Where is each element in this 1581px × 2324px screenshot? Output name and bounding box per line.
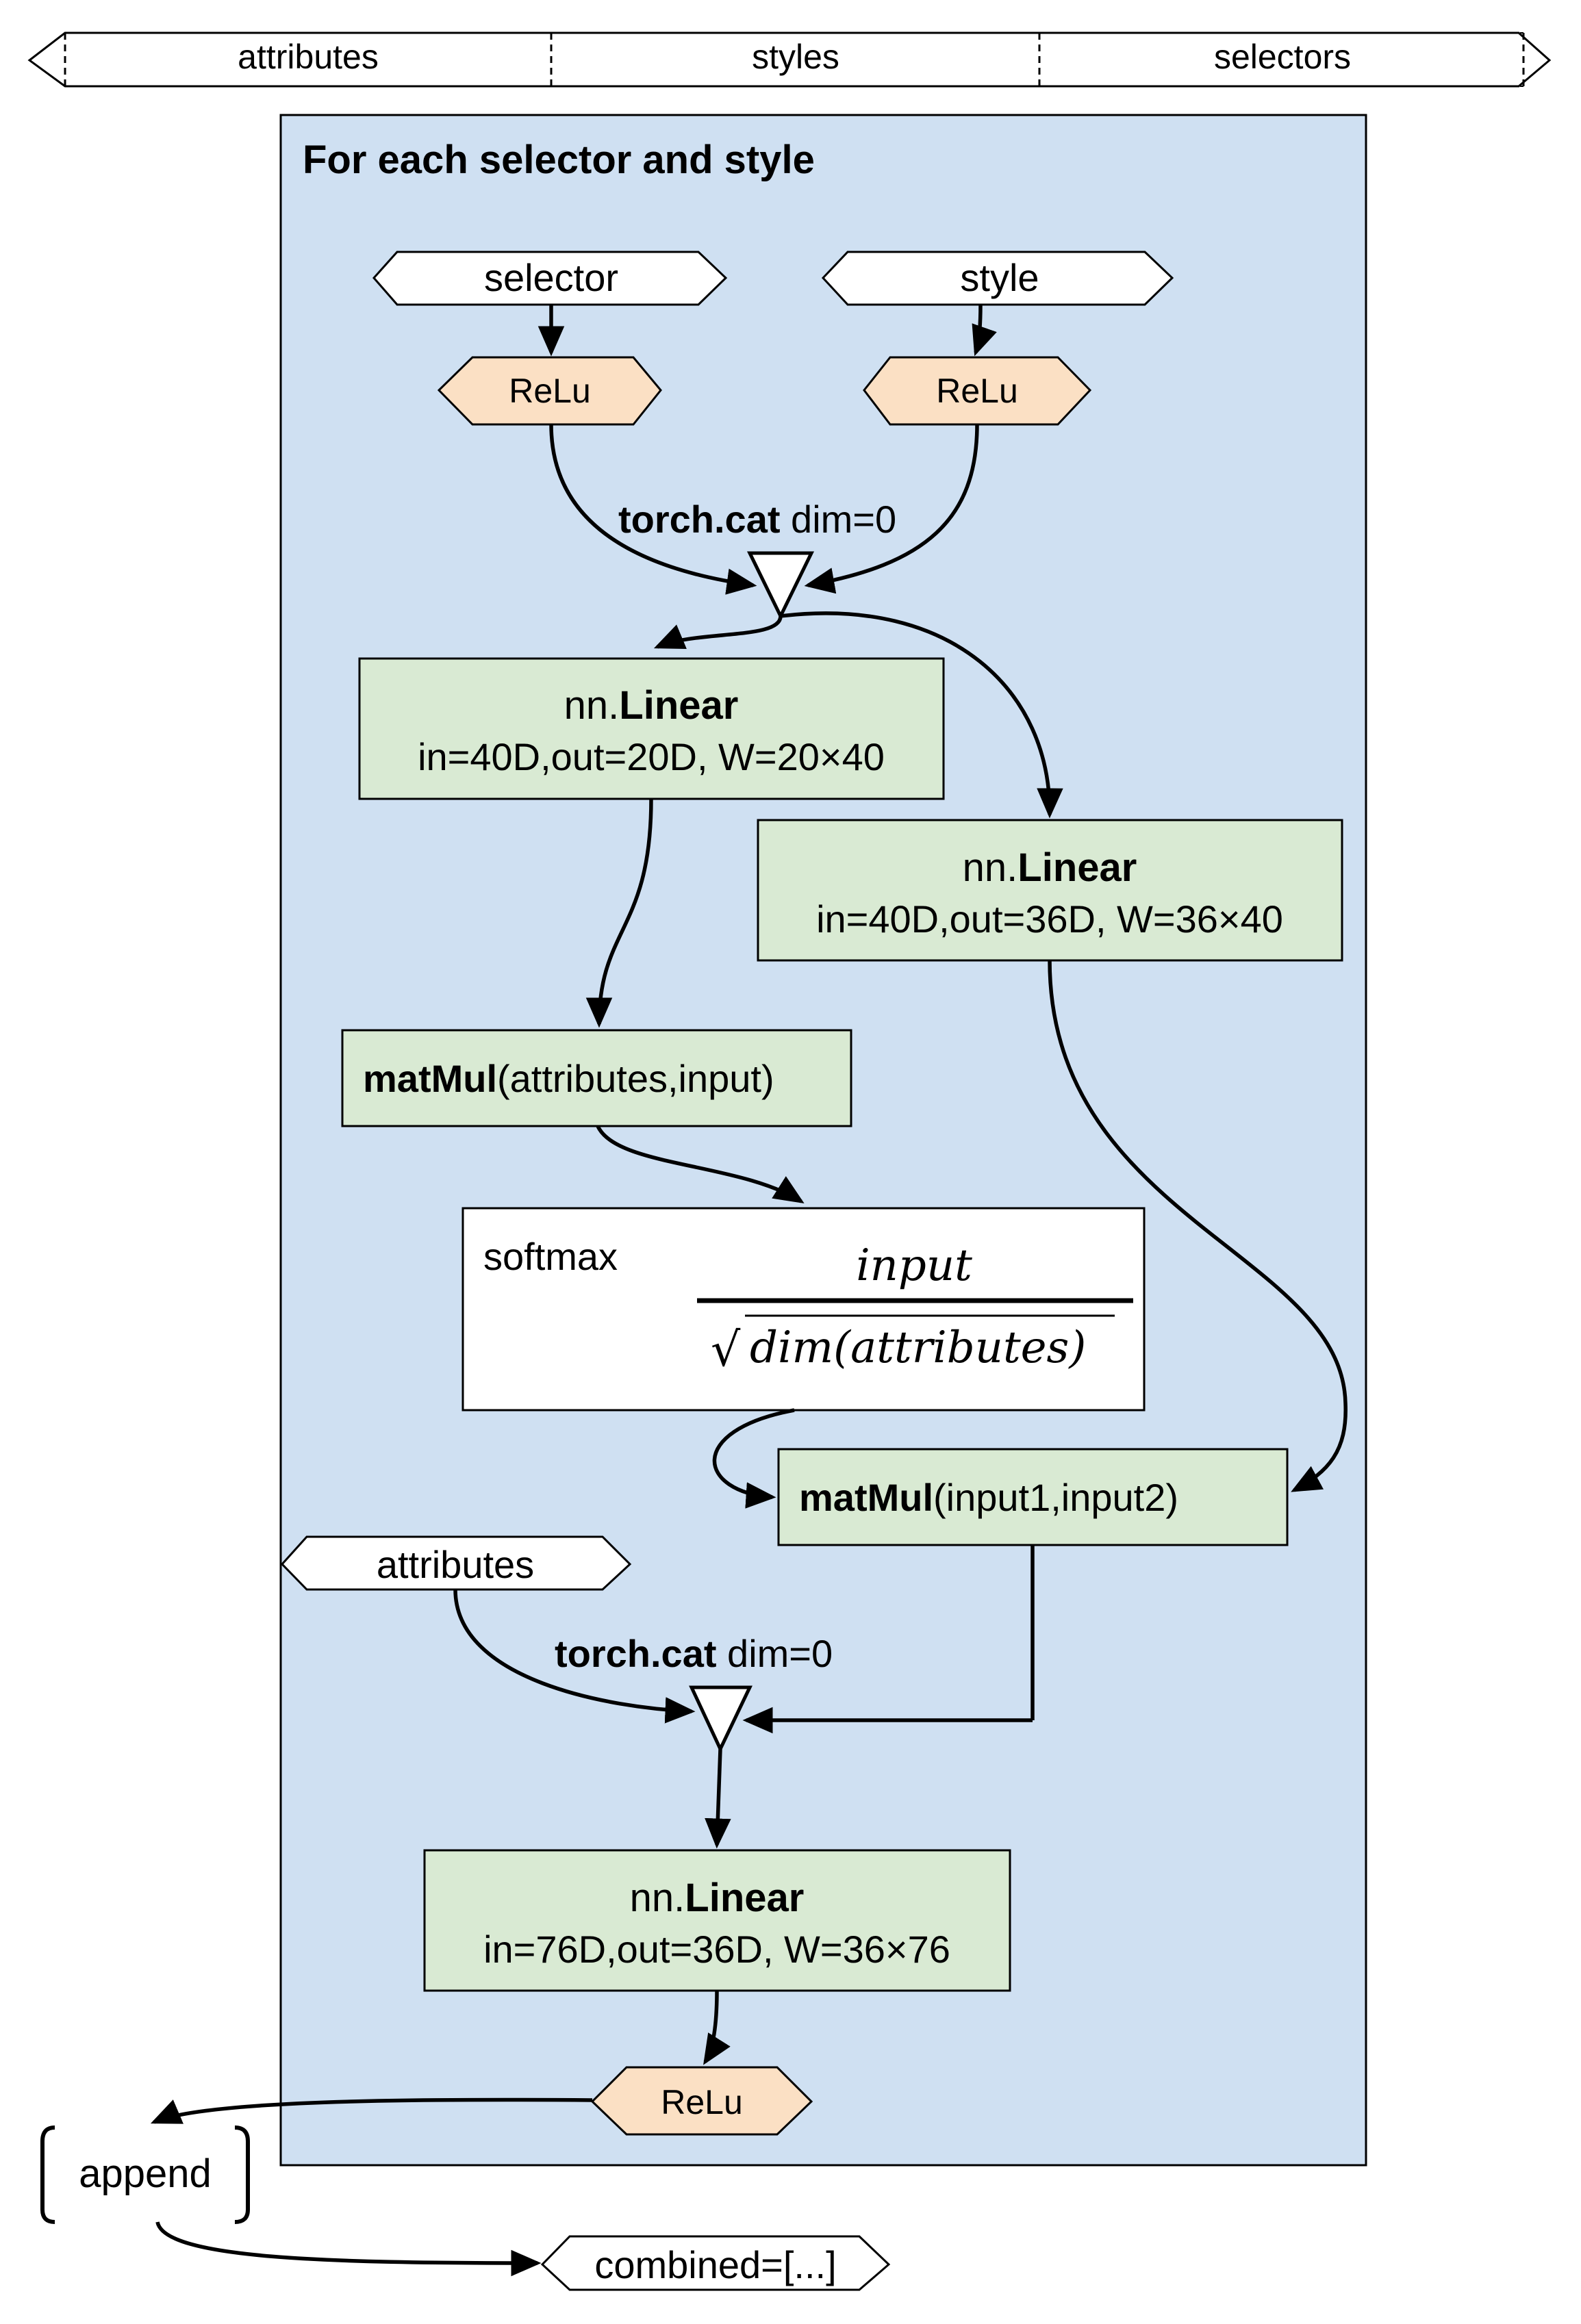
softmax-numerator: input: [856, 1240, 972, 1291]
softmax-label: softmax: [483, 1235, 618, 1278]
append-node: append: [40, 2125, 250, 2224]
svg-text:matMul(attributes,input): matMul(attributes,input): [363, 1057, 774, 1100]
relu-selector: ReLu: [437, 356, 662, 426]
svg-text:nn.Linear: nn.Linear: [963, 845, 1137, 890]
svg-text:attributes: attributes: [377, 1543, 534, 1586]
edges: [150, 304, 1348, 2277]
linear2-box: nn.Linear in=40D,out=36D, W=36×40: [757, 819, 1343, 962]
linear3-box: nn.Linear in=76D,out=36D, W=36×76: [423, 1849, 1011, 1992]
cat2-label: torch.cat dim=0: [555, 1632, 833, 1675]
softmax-sqrt: √: [711, 1323, 741, 1377]
svg-text:nn.Linear: nn.Linear: [564, 683, 739, 728]
svg-text:in=40D,out=36D, W=36×40: in=40D,out=36D, W=36×40: [816, 897, 1283, 941]
svg-text:matMul(input1,input2): matMul(input1,input2): [799, 1476, 1178, 1519]
loop-container: [279, 114, 1367, 2167]
style-input: style: [821, 251, 1174, 306]
svg-text:ReLu: ReLu: [661, 2083, 743, 2121]
svg-text:nn.Linear: nn.Linear: [630, 1876, 805, 1920]
svg-text:ReLu: ReLu: [936, 372, 1018, 410]
relu-style: ReLu: [863, 356, 1092, 426]
svg-text:ReLu: ReLu: [509, 372, 591, 410]
top-band: attributes styles selectors: [27, 31, 1552, 88]
svg-text:style: style: [960, 256, 1039, 299]
band-attributes-label: attributes: [238, 38, 379, 76]
matmul1-box: matMul(attributes,input): [341, 1029, 852, 1127]
band-selectors-label: selectors: [1214, 38, 1351, 76]
svg-text:append: append: [79, 2151, 212, 2196]
band-styles-label: styles: [752, 38, 839, 76]
output-node: combined=[...]: [540, 2235, 891, 2291]
loop-title: For each selector and style: [303, 138, 815, 182]
svg-text:in=40D,out=20D, W=20×40: in=40D,out=20D, W=20×40: [418, 735, 885, 778]
cat1-merge-node: [746, 551, 815, 620]
relu-output: ReLu: [590, 2066, 813, 2136]
svg-text:in=76D,out=36D, W=36×76: in=76D,out=36D, W=36×76: [483, 1928, 950, 1971]
cat2-merge-node: [689, 1685, 752, 1753]
linear1-box: nn.Linear in=40D,out=20D, W=20×40: [358, 657, 945, 800]
matmul2-box: matMul(input1,input2): [777, 1448, 1289, 1546]
selector-input: selector: [372, 251, 728, 306]
attributes-input: attributes: [280, 1535, 632, 1591]
svg-text:combined=[...]: combined=[...]: [594, 2243, 836, 2286]
softmax-box: softmax input √ dim(attributes): [461, 1207, 1146, 1412]
softmax-denominator: dim(attributes): [750, 1323, 1086, 1373]
cat1-label: torch.cat dim=0: [618, 498, 896, 541]
svg-text:selector: selector: [484, 256, 618, 299]
